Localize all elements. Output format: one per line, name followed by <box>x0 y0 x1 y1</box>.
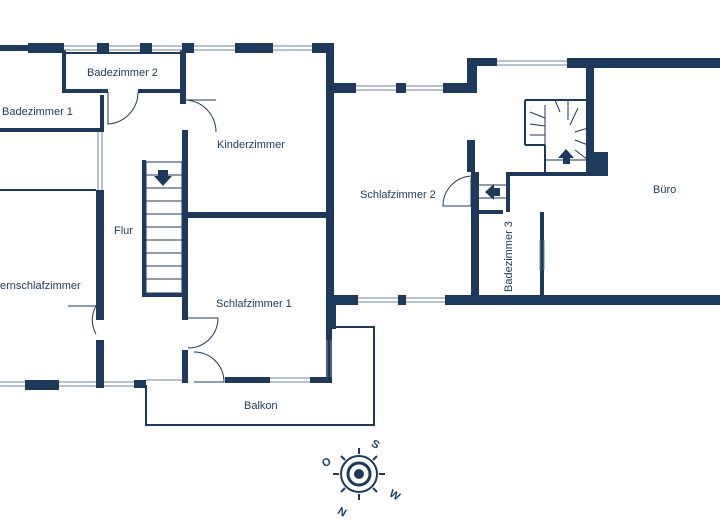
label-kinderzimmer: Kinderzimmer <box>217 139 285 151</box>
label-schlafzimmer-1: Schlafzimmer 1 <box>216 298 292 310</box>
arrow-left-icon <box>485 184 500 200</box>
arrow-up-icon <box>558 149 574 164</box>
label-flur: Flur <box>114 225 133 237</box>
walls <box>0 43 720 390</box>
compass-rose: O S W N <box>320 438 403 519</box>
label-badezimmer-1: Badezimmer 1 <box>2 106 73 118</box>
label-schlafzimmer-2: Schlafzimmer 2 <box>360 189 436 201</box>
compass-s: S <box>369 438 381 452</box>
compass-w: W <box>387 488 403 504</box>
label-elternschlafzimmer: ernschlafzimmer <box>0 280 81 292</box>
doors <box>68 91 472 383</box>
arrow-down-icon <box>154 170 172 186</box>
thin-walls <box>0 52 588 426</box>
compass-o: O <box>320 455 334 470</box>
stairs-flur <box>145 161 183 294</box>
compass-n: N <box>336 504 349 518</box>
label-balkon: Balkon <box>244 400 278 412</box>
windows <box>0 45 567 387</box>
stairs-upper <box>479 99 589 200</box>
label-badezimmer-2: Badezimmer 2 <box>87 67 158 79</box>
label-buero: Büro <box>653 184 676 196</box>
label-badezimmer-3: Badezimmer 3 <box>503 221 515 292</box>
